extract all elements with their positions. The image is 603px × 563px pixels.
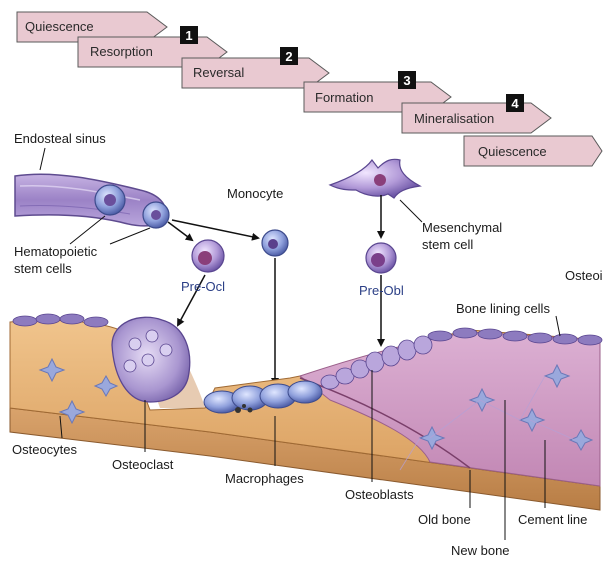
step-number: 4 [511,96,519,111]
pre-obl-cell [366,243,396,273]
phase-arrow-quiescence-2: Quiescence [464,136,602,166]
label-osteocytes: Osteocytes [12,442,78,457]
leader-line [556,316,560,336]
step-badge-4: 4 [506,94,524,112]
leader-line [70,216,105,244]
leader-line [40,148,45,170]
label-bone-lining-cells: Bone lining cells [456,301,550,316]
label-cement-line: Cement line [518,512,587,527]
label-macrophages: Macrophages [225,471,304,486]
leader-line [110,228,150,244]
phase-label: Quiescence [478,144,547,159]
phase-label: Formation [315,90,374,105]
arrow-hsc-to-preocl [168,222,192,240]
label-hematopoietic-line2: stem cells [14,261,72,276]
mesenchymal-stem-cell [330,159,420,198]
label-endosteal-sinus: Endosteal sinus [14,131,106,146]
label-osteoblasts: Osteoblasts [345,487,414,502]
label-pre-obl: Pre-Obl [359,283,404,298]
bone-tissue-block [10,314,602,510]
label-new-bone: New bone [451,543,510,558]
phase-label: Resorption [90,44,153,59]
label-mesenchymal-line1: Mesenchymal [422,220,502,235]
endosteal-sinus-illustration [15,174,169,228]
step-number: 3 [403,73,410,88]
step-number: 1 [185,28,192,43]
monocyte-cell [262,230,288,256]
step-number: 2 [285,49,292,64]
step-badge-1: 1 [180,26,198,44]
leader-line [400,200,422,222]
step-badge-3: 3 [398,71,416,89]
step-badge-2: 2 [280,47,298,65]
label-osteoclast: Osteoclast [112,457,174,472]
pre-ocl-cell [192,240,224,272]
label-old-bone: Old bone [418,512,471,527]
label-osteo-cut: Osteoi [565,268,603,283]
phase-label: Mineralisation [414,111,494,126]
label-hematopoietic-line1: Hematopoietic [14,244,98,259]
phase-label: Quiescence [25,19,94,34]
label-pre-ocl: Pre-Ocl [181,279,225,294]
label-mesenchymal-line2: stem cell [422,237,473,252]
label-monocyte: Monocyte [227,186,283,201]
phase-label: Reversal [193,65,244,80]
phase-arrow-mineralisation: Mineralisation [402,103,551,133]
